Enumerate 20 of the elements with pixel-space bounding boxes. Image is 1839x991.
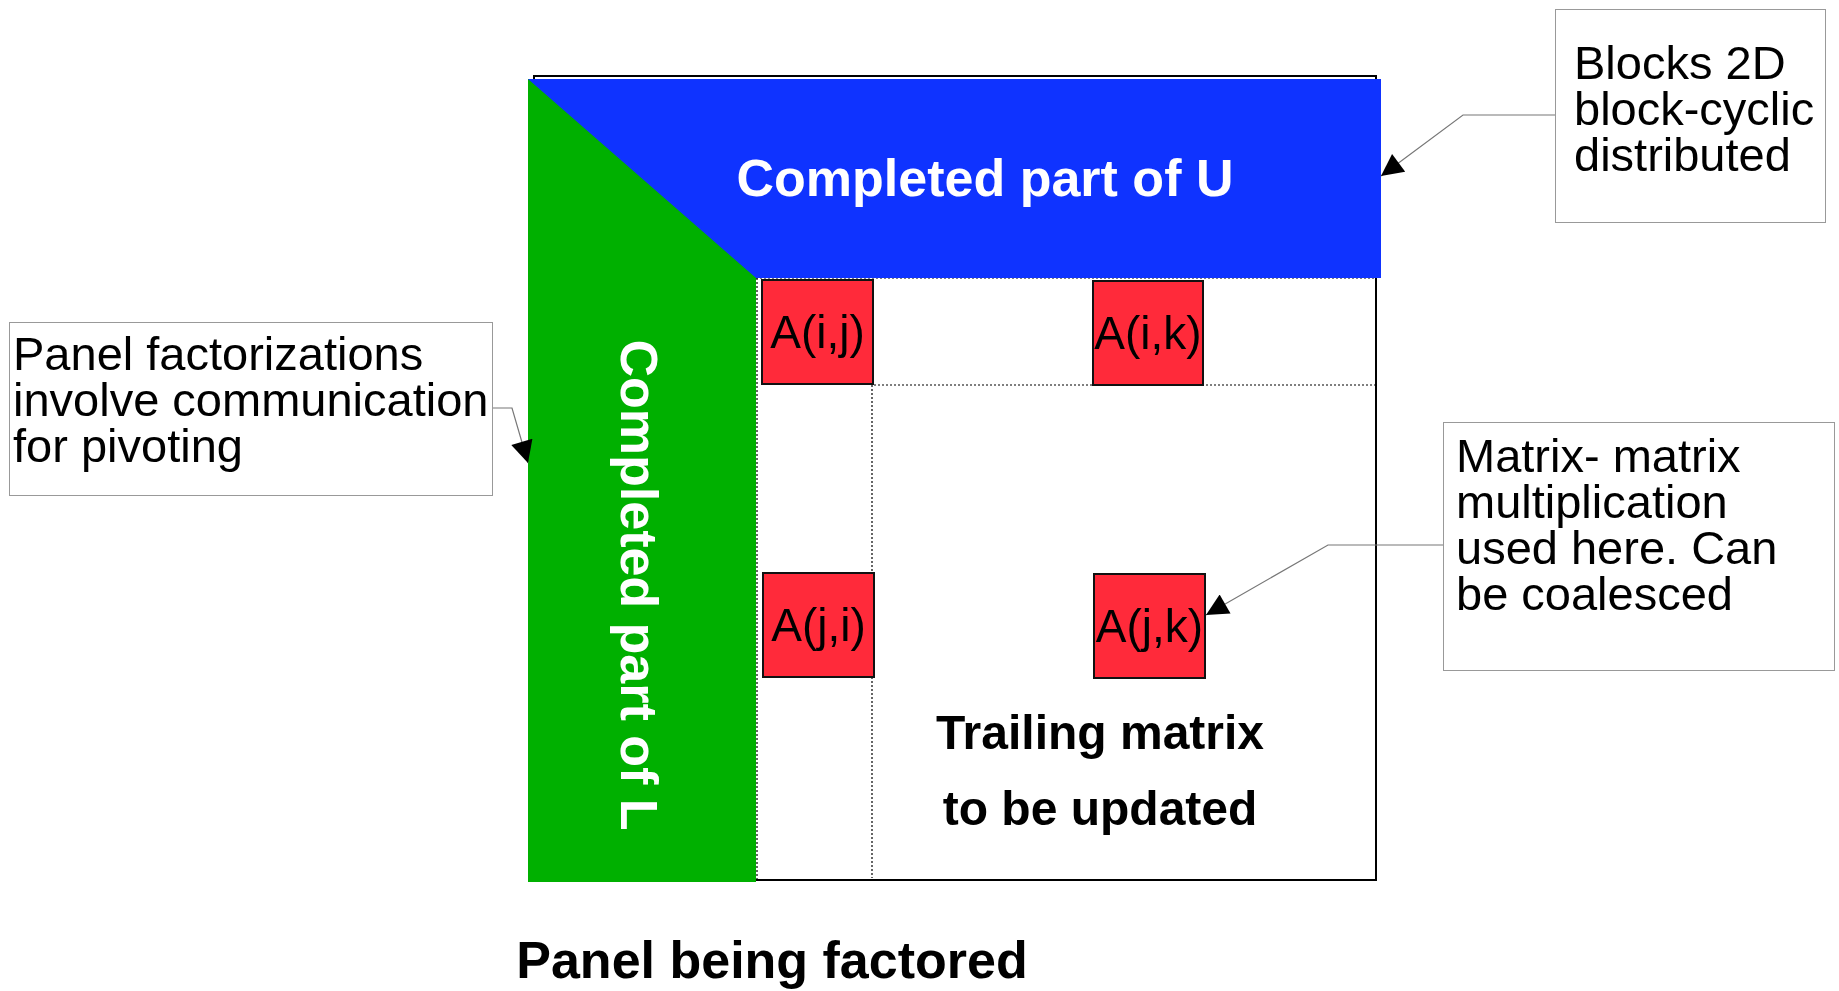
matrix-block — [1093, 573, 1206, 679]
block-label: A(i,j) — [770, 305, 865, 359]
callout-text: Blocks 2D block-cyclic distributed — [1574, 40, 1816, 178]
leader-arrow — [1380, 114, 1556, 177]
matrix-block — [1092, 280, 1204, 386]
block-label: A(j,i) — [771, 598, 866, 652]
block-label: A(i,k) — [1094, 306, 1202, 360]
callout-text: Matrix- matrix multiplication used here. Can be coalesced — [1456, 433, 1779, 617]
caption-text: Panel being factored — [515, 930, 1029, 990]
matrix-block — [761, 279, 874, 385]
callout-box — [1555, 9, 1826, 223]
callout-box — [9, 322, 493, 496]
matrix-block — [762, 572, 875, 678]
leader-arrow — [492, 407, 533, 464]
band-label: Completed part of L — [609, 339, 669, 831]
callout-box — [1443, 422, 1835, 671]
block-label: A(j,k) — [1095, 599, 1204, 653]
band-label: Completed part of U — [736, 148, 1234, 208]
leader-arrow — [1205, 544, 1444, 616]
region-label: Trailing matrix to be updated — [934, 705, 1266, 837]
